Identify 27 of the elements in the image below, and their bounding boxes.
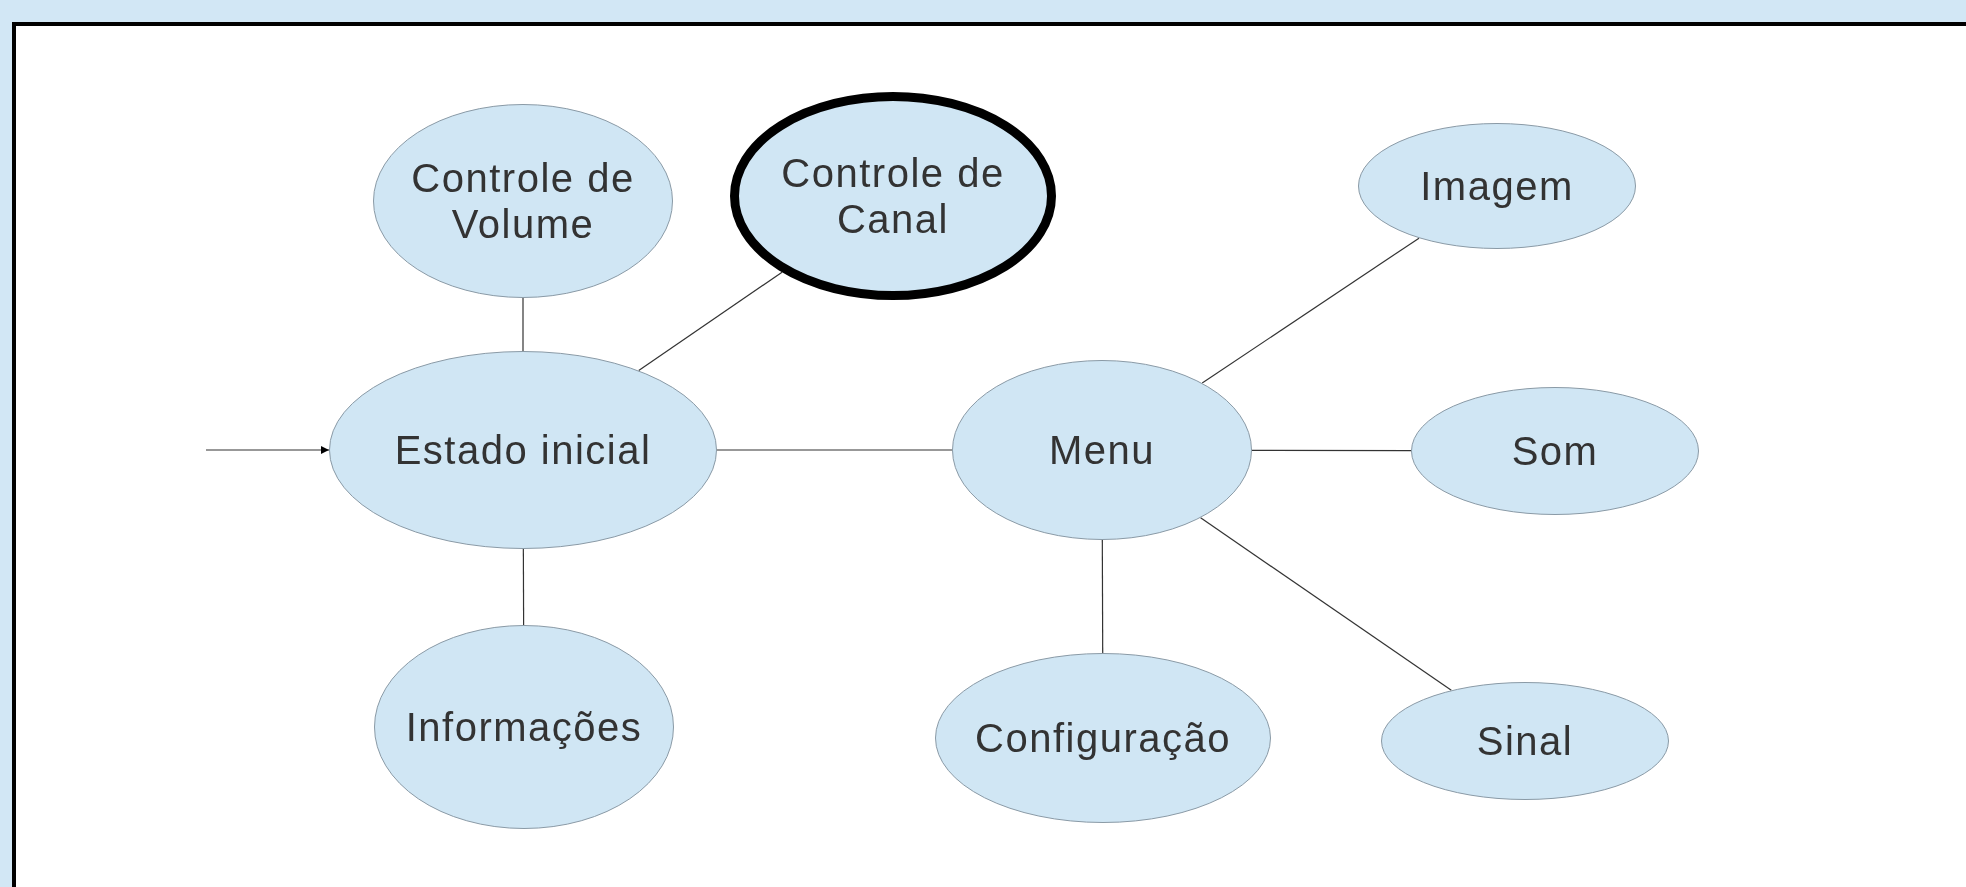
connector-line [638,271,783,372]
state-ellipse [374,625,674,829]
state-label: Controle de Volume [410,155,636,247]
connector-line [1251,449,1412,452]
state-ellipse [329,351,717,549]
arrow [205,446,330,454]
state-ellipse [1411,387,1699,515]
state-label: Imagem [1419,163,1575,209]
state-label: Informações [404,704,644,750]
state-ellipse [952,360,1252,540]
state-ellipse [373,104,673,298]
connector-line [522,297,524,352]
connector-line [1200,517,1452,691]
connector-line [1101,539,1104,654]
state-label: Estado inicial [393,427,653,473]
state-ellipse [1358,123,1636,249]
state-ellipse [730,92,1056,300]
state-label: Som [1510,428,1600,474]
state-label: Configuração [974,715,1232,761]
connector-line [716,449,953,451]
state-ellipse [935,653,1271,823]
state-label: Sinal [1475,718,1575,764]
state-label: Controle de Canal [780,150,1006,242]
state-ellipse [1381,682,1669,800]
connector-line [1201,237,1420,384]
connector-line [522,548,525,626]
state-label: Menu [1047,427,1157,473]
